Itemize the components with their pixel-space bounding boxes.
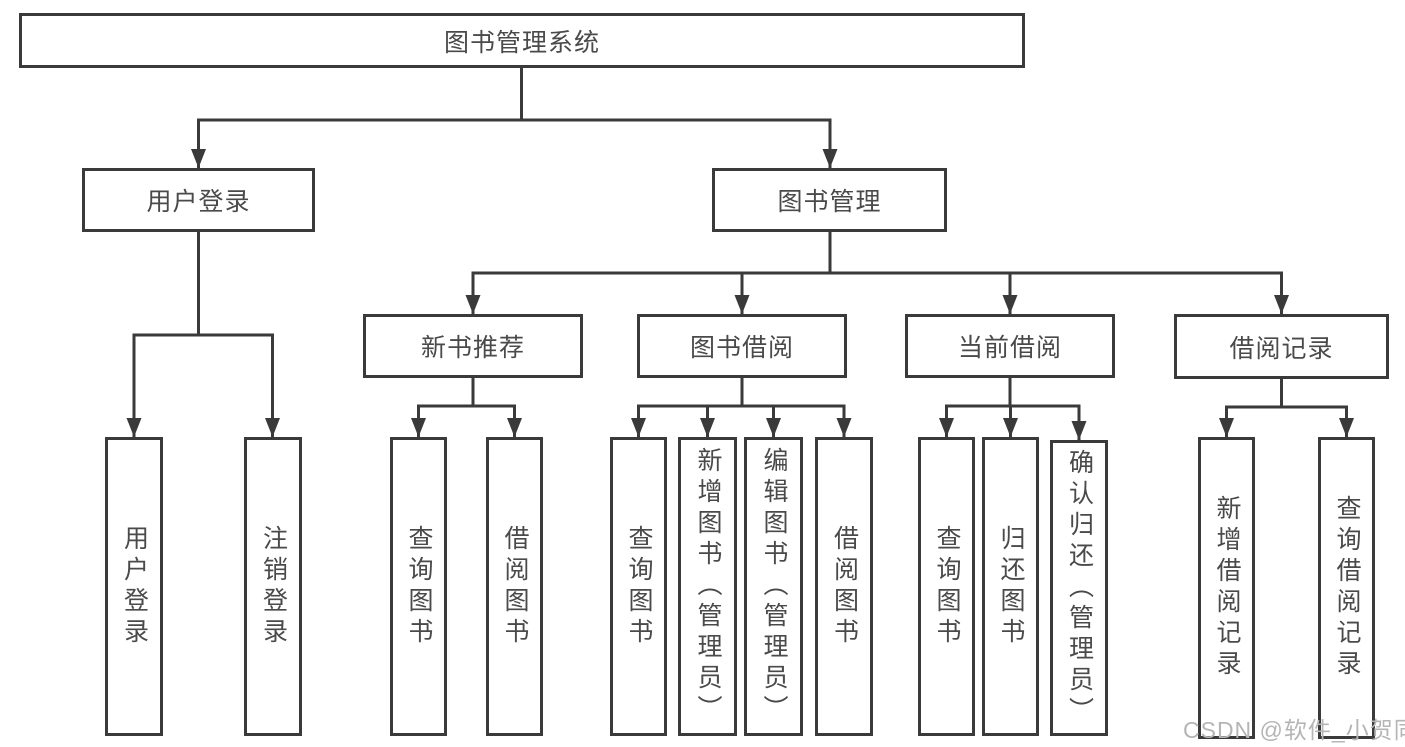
node-book-borrow: 图书借阅 xyxy=(637,314,847,378)
node-label: 归还图书 xyxy=(997,524,1025,649)
node-label: 新书推荐 xyxy=(420,334,525,362)
csdn-watermark: CSDN @软件_小贺同学 xyxy=(1183,717,1405,743)
node-label: 借阅图书 xyxy=(501,524,529,649)
node-leaf-edit-books-admin: 编辑图书（管理员） xyxy=(744,437,803,736)
node-leaf-return-books: 归还图书 xyxy=(982,437,1039,736)
node-label: 用户登录 xyxy=(146,188,251,216)
node-leaf-logout: 注销登录 xyxy=(244,437,302,736)
node-label: 借阅图书 xyxy=(830,524,859,649)
node-label: 借阅记录 xyxy=(1229,334,1334,363)
node-borrow-record: 借阅记录 xyxy=(1174,314,1389,379)
node-current-borrow: 当前借阅 xyxy=(905,314,1115,378)
node-leaf-query-borrow-record: 查询借阅记录 xyxy=(1318,437,1375,739)
node-label: 查询借阅记录 xyxy=(1333,495,1361,681)
node-label: 用户登录 xyxy=(120,524,149,649)
node-label: 确认归还（管理员） xyxy=(1065,448,1094,728)
connector-lines xyxy=(126,68,1354,440)
node-leaf-query-books-1: 查询图书 xyxy=(390,437,447,736)
node-new-book-recommend: 新书推荐 xyxy=(363,314,583,378)
node-book-management: 图书管理 xyxy=(712,168,947,232)
node-leaf-query-books-2: 查询图书 xyxy=(610,437,667,736)
node-label: 查询图书 xyxy=(405,524,433,649)
node-label: 图书管理系统 xyxy=(443,28,600,57)
node-leaf-user-login: 用户登录 xyxy=(105,437,163,736)
node-library-management-system: 图书管理系统 xyxy=(19,13,1025,68)
node-leaf-borrow-books-2: 借阅图书 xyxy=(815,437,873,736)
node-leaf-add-borrow-record: 新增借阅记录 xyxy=(1198,437,1255,739)
node-label: 查询图书 xyxy=(625,524,653,649)
node-label: 图书管理 xyxy=(777,188,882,216)
node-user-login: 用户登录 xyxy=(82,168,315,232)
node-leaf-query-books-3: 查询图书 xyxy=(918,437,975,736)
node-label: 注销登录 xyxy=(259,524,288,649)
node-leaf-add-books-admin: 新增图书（管理员） xyxy=(678,437,737,736)
node-label: 当前借阅 xyxy=(957,334,1062,362)
node-label: 新增借阅记录 xyxy=(1213,495,1241,681)
node-label: 编辑图书（管理员） xyxy=(760,447,788,726)
node-label: 查询图书 xyxy=(933,524,961,649)
node-leaf-confirm-return-admin: 确认归还（管理员） xyxy=(1050,440,1108,736)
node-leaf-borrow-books-1: 借阅图书 xyxy=(486,437,543,736)
node-label: 图书借阅 xyxy=(689,334,794,362)
node-label: 新增图书（管理员） xyxy=(694,447,722,726)
